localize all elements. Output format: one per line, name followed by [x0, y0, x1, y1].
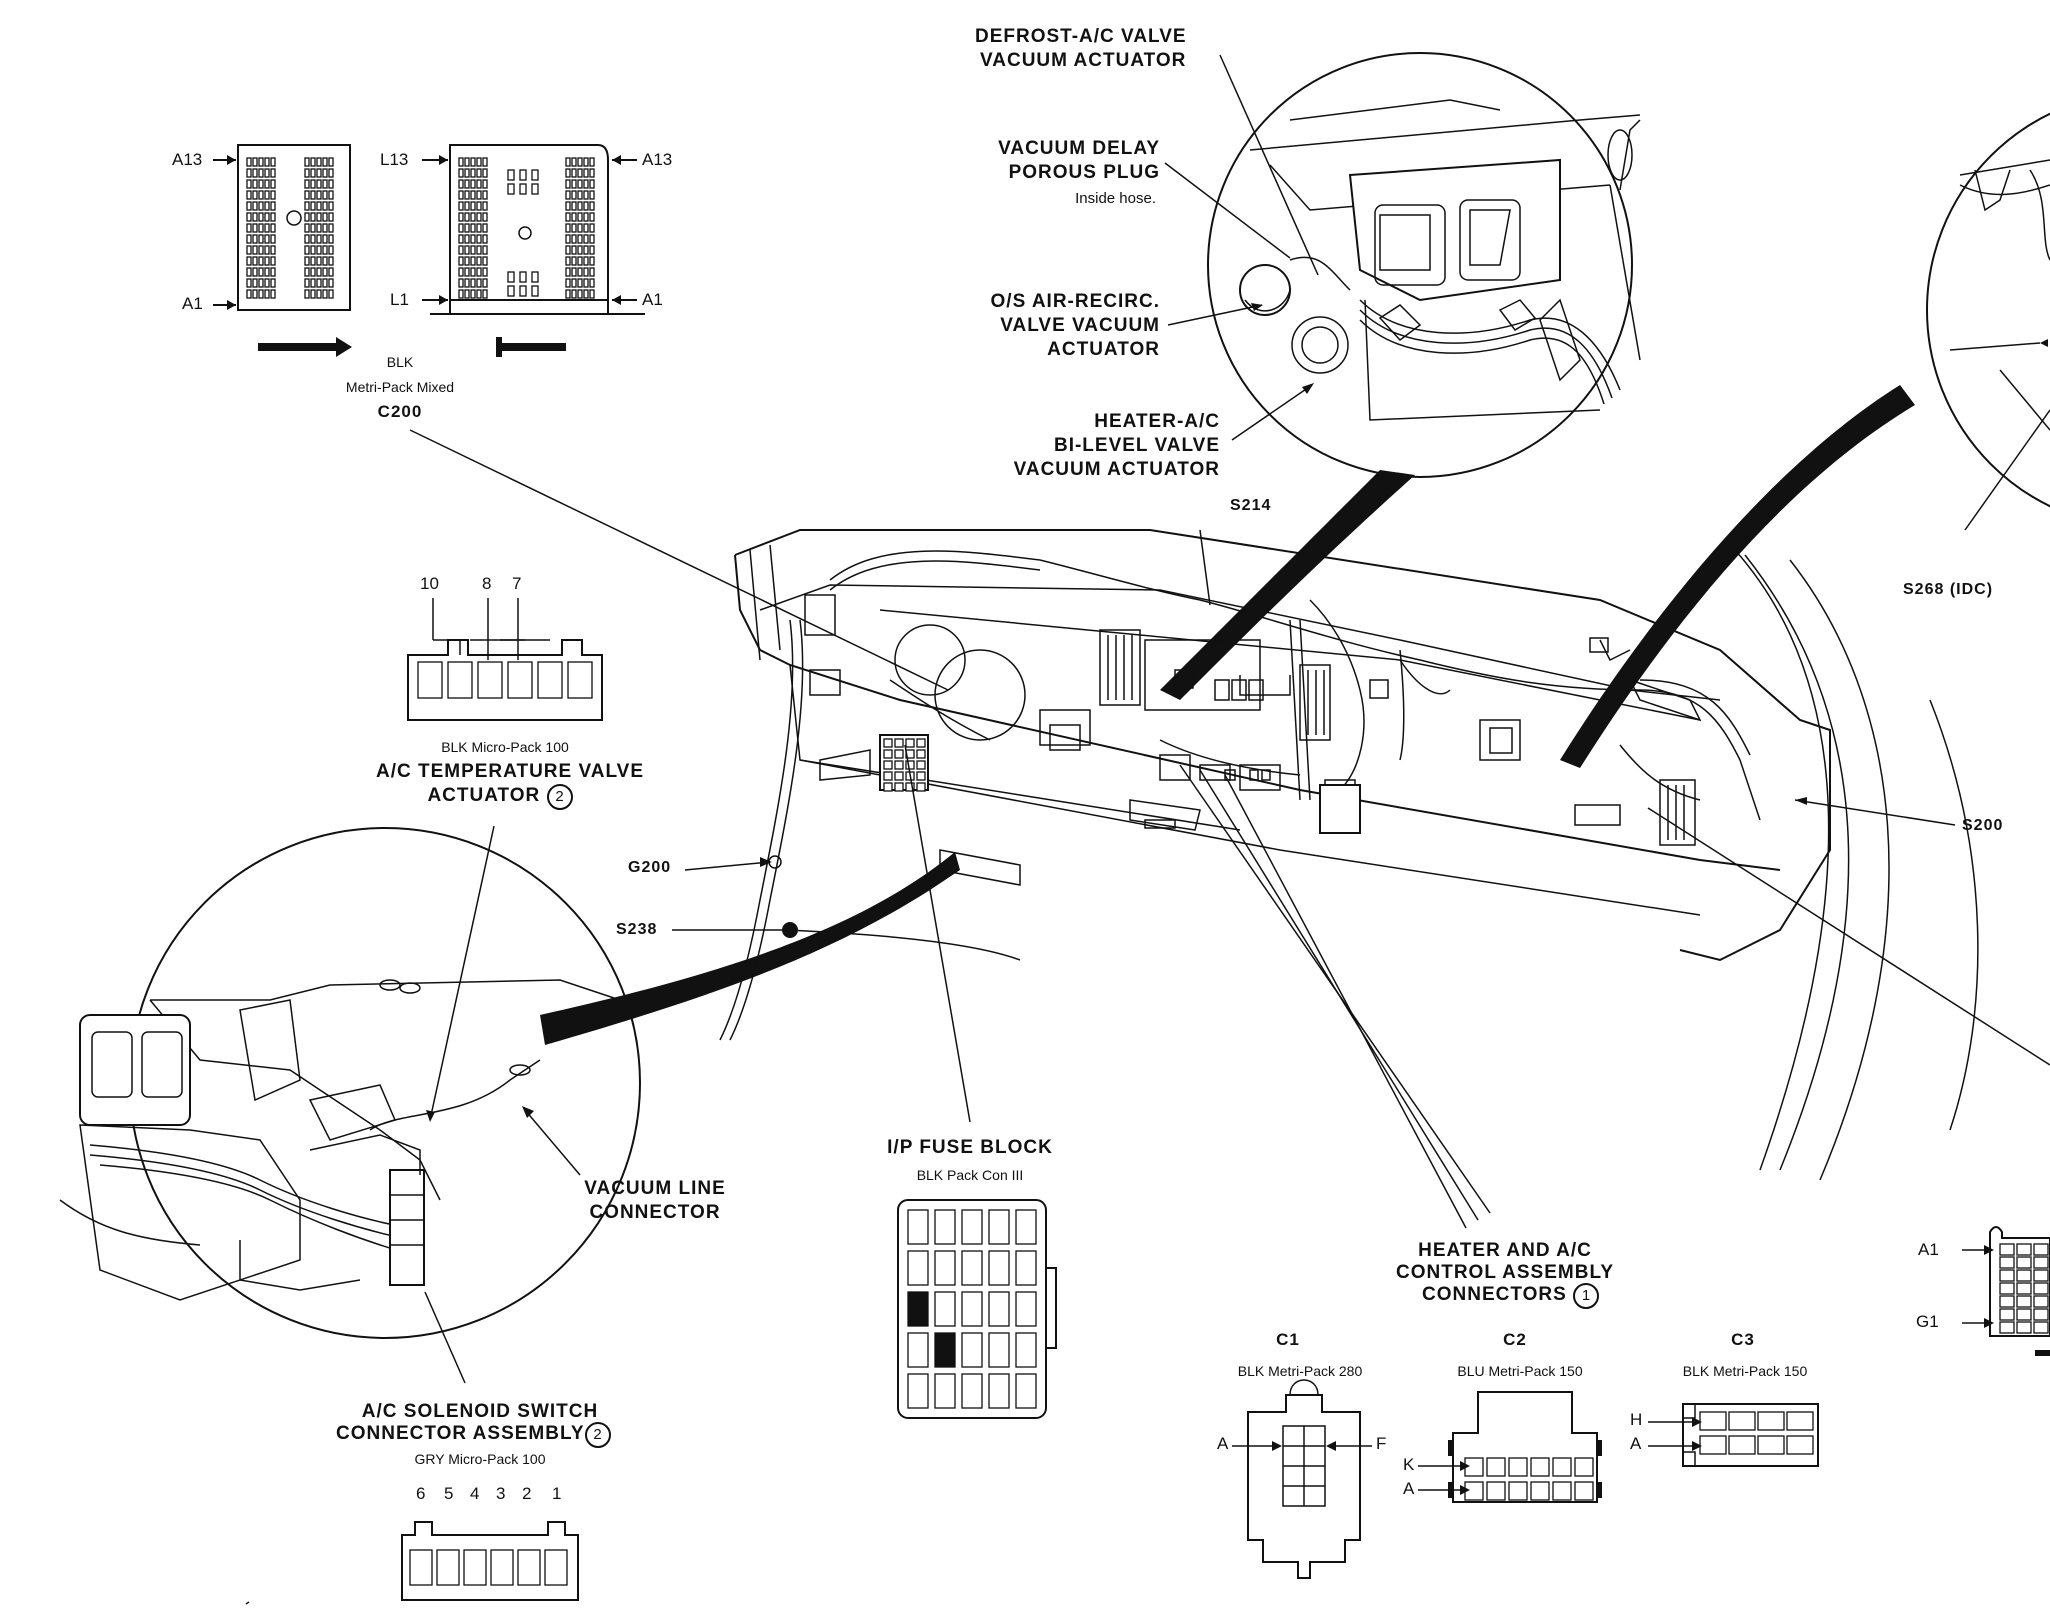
- c1-pin-a: A: [1217, 1434, 1229, 1453]
- c200-pin-l13: L13: [380, 150, 409, 169]
- c200-connector-right: [430, 144, 645, 315]
- temp-valve-line1: A/C TEMPERATURE VALVE: [375, 761, 644, 782]
- c200-pin-a13-right: A13: [642, 150, 673, 169]
- heater-bilevel-line1: HEATER-A/C: [1094, 411, 1220, 432]
- defrost-label-line1: DEFROST-A/C VALVE: [975, 26, 1187, 47]
- c200-connector-left: [237, 144, 351, 311]
- solenoid-pin-6: 6: [416, 1484, 426, 1503]
- solenoid-pin-4: 4: [470, 1484, 480, 1503]
- s214-label: S214: [1230, 497, 1272, 514]
- c200-type: Metri-Pack Mixed: [345, 379, 455, 395]
- heater-control-line2: CONTROL ASSEMBLY: [1396, 1262, 1614, 1283]
- solenoid-pin-3: 3: [496, 1484, 506, 1503]
- os-air-line3: ACTUATOR: [1047, 339, 1160, 360]
- temp-valve-type: BLK Micro-Pack 100: [441, 739, 569, 755]
- g200-label: G200: [628, 859, 672, 876]
- vacuum-delay-line1: VACUUM DELAY: [998, 138, 1160, 159]
- heater-bilevel-line2: BI-LEVEL VALVE: [1053, 435, 1220, 456]
- c200-pin-a1-left: A1: [182, 294, 203, 313]
- c200-leader: [409, 429, 949, 691]
- temp-valve-pin-7: 7: [512, 574, 522, 593]
- c200-pin-a13-left: A13: [172, 150, 203, 169]
- temp-valve-pin-8: 8: [482, 574, 492, 593]
- c2-label: C2: [1503, 1330, 1527, 1349]
- c3-label: C3: [1731, 1330, 1755, 1349]
- dash-fuse-block: [879, 734, 929, 792]
- c200-pin-a1-right: A1: [642, 290, 663, 309]
- c200-label: C200: [377, 402, 423, 421]
- c3-pin-h: H: [1630, 1410, 1643, 1429]
- os-air-line2: VALVE VACUUM: [1000, 315, 1160, 336]
- c1-label: C1: [1276, 1330, 1300, 1349]
- c2-connector: [1418, 1391, 1602, 1503]
- fuse-block-label: I/P FUSE BLOCK: [887, 1137, 1053, 1158]
- c200-pin-arrows: [213, 155, 637, 310]
- temp-valve-leader: [429, 825, 495, 1121]
- c3-connector: [1648, 1403, 1819, 1467]
- right-inset: [1926, 112, 2050, 531]
- c2-pin-k: K: [1403, 1455, 1415, 1474]
- solenoid-type: GRY Micro-Pack 100: [414, 1451, 546, 1467]
- c200-color: BLK: [386, 354, 414, 370]
- temp-valve-line2: ACTUATOR 2: [380, 784, 620, 810]
- vacuum-line-leader: [524, 1109, 581, 1176]
- heater-control-line3: CONNECTORS 1: [1422, 1283, 1600, 1309]
- solenoid-pin-1: 1: [552, 1484, 562, 1503]
- top-center-inset: [1207, 52, 1641, 478]
- os-air-line1: O/S AIR-RECIRC.: [990, 291, 1160, 312]
- vacuum-delay-line2: POROUS PLUG: [1008, 162, 1160, 183]
- c200-orientation-arrows: [258, 337, 566, 357]
- c3-type: BLK Metri-Pack 150: [1682, 1363, 1808, 1379]
- right-tube: [1560, 385, 1915, 768]
- solenoid-pin-5: 5: [444, 1484, 454, 1503]
- temp-valve-connector: [407, 598, 603, 721]
- right-side-curves: [1734, 549, 1979, 1181]
- vacuum-delay-note: Inside hose.: [1075, 190, 1156, 207]
- solenoid-leader: [424, 1291, 466, 1384]
- s268-label: S268 (IDC): [1903, 581, 1994, 598]
- c2-pin-a: A: [1403, 1479, 1415, 1498]
- ip-fuse-block-detail: [897, 1199, 1057, 1419]
- edge-pin-a1: A1: [1918, 1240, 1939, 1259]
- edge-pin-g1: G1: [1916, 1312, 1939, 1331]
- heater-bilevel-line3: VACUUM ACTUATOR: [1013, 459, 1220, 480]
- solenoid-line1: A/C SOLENOID SWITCH: [361, 1401, 599, 1422]
- heater-control-line1: HEATER AND A/C: [1418, 1240, 1592, 1261]
- c200-pin-l1: L1: [390, 290, 409, 309]
- solenoid-pin-2: 2: [522, 1484, 532, 1503]
- note-2-icon: 2: [546, 784, 573, 810]
- note-2-icon: 2: [584, 1422, 611, 1448]
- c1-pin-f: F: [1376, 1434, 1387, 1453]
- c2-type: BLU Metri-Pack 150: [1457, 1363, 1583, 1379]
- edge-connector: [1962, 1226, 2050, 1356]
- c1-connector: [1232, 1379, 1372, 1579]
- vacuum-line-line2: CONNECTOR: [589, 1202, 721, 1223]
- top-inset-leaders: [1164, 54, 1319, 441]
- lower-left-inset: [59, 827, 960, 1339]
- note-1-icon: 1: [1573, 1283, 1600, 1309]
- fuse-block-type: BLK Pack Con III: [916, 1167, 1024, 1183]
- defrost-label-line2: VACUUM ACTUATOR: [980, 50, 1187, 71]
- c1-type: BLK Metri-Pack 280: [1237, 1363, 1363, 1379]
- s238-label: S238: [616, 921, 658, 938]
- vacuum-line-line1: VACUUM LINE: [584, 1178, 726, 1199]
- dashboard-panel: [719, 529, 1831, 1041]
- c3-pin-a: A: [1630, 1434, 1642, 1453]
- top-tube: [1160, 470, 1415, 700]
- s200-label: S200: [1962, 817, 2004, 834]
- solenoid-connector: [401, 1521, 579, 1601]
- dash-leaders: [672, 529, 2050, 1229]
- temp-valve-pin-10: 10: [420, 574, 439, 593]
